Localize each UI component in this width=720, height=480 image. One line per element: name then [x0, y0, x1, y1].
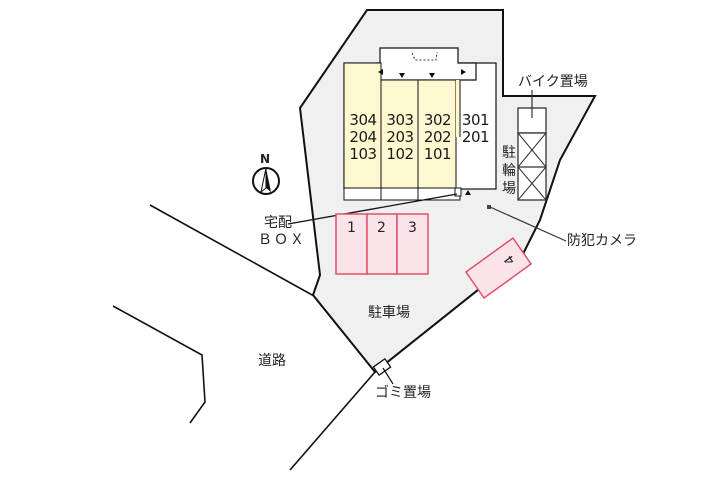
unit-column-304-labels: 304 204 103 [345, 112, 381, 163]
bike-parking-label: バイク置場 [518, 74, 588, 90]
garbage-leader [382, 367, 394, 385]
security-camera-icon [487, 205, 491, 209]
unit-103: 103 [349, 145, 377, 163]
unit-column-303-labels: 303 203 102 [382, 112, 418, 163]
road-edge-lower [112, 305, 206, 424]
arrow-up-icon [465, 190, 471, 195]
parking-slot-4 [464, 236, 533, 300]
road-label: 道路 [258, 353, 286, 369]
security-camera-label: 防犯カメラ [567, 233, 637, 249]
bicycle-parking-char: 輪 [502, 163, 516, 179]
unit-101: 101 [423, 145, 452, 163]
bicycle-parking-label: 駐 輪 場 [502, 144, 518, 198]
unit-column-302 [417, 79, 457, 189]
parking-slot-1-label: 1 [347, 220, 356, 236]
arrow-right-icon [461, 69, 466, 75]
unit-201: 201 [461, 128, 490, 146]
building-bottom-band [343, 187, 461, 201]
unit-301: 301 [461, 111, 490, 129]
unit-303: 303 [386, 111, 414, 129]
delivery-box-leader [287, 193, 458, 225]
delivery-box-label-line1: 宅配 [264, 215, 292, 231]
unit-202: 202 [423, 128, 452, 146]
delivery-box-marker [454, 187, 462, 197]
parking-slot-2-label: 2 [377, 220, 386, 236]
arrow-down-icon [429, 73, 435, 78]
road-edge-south [289, 371, 376, 471]
unit-column-302-step [456, 80, 460, 137]
parking-slot-3 [396, 213, 429, 275]
arrow-left-icon [378, 69, 383, 75]
road-edge-upper [149, 204, 315, 297]
parking-slot-3-label: 3 [408, 220, 417, 236]
unit-204: 204 [349, 128, 377, 146]
north-compass-icon [252, 167, 280, 195]
unit-203: 203 [386, 128, 414, 146]
unit-column-304 [343, 62, 382, 189]
unit-102: 102 [386, 145, 414, 163]
unit-column-303 [380, 79, 419, 189]
compass-north-label: N [260, 152, 271, 166]
unit-column-302-labels: 302 202 101 [419, 112, 456, 163]
bicycle-parking-char: 場 [502, 181, 516, 197]
parking-slot-1 [335, 213, 368, 275]
delivery-box-label-line2: ＢＯＸ [258, 232, 306, 248]
bicycle-parking-char: 駐 [502, 145, 516, 161]
security-camera-leader [489, 206, 567, 242]
parking-lot-label: 駐車場 [368, 305, 410, 321]
stair-dashed [411, 51, 438, 61]
unit-302: 302 [423, 111, 452, 129]
arrow-down-icon [399, 73, 405, 78]
unit-304: 304 [349, 111, 377, 129]
unit-column-301-labels: 301 201 [459, 112, 492, 146]
garbage-label: ゴミ置場 [375, 385, 431, 401]
